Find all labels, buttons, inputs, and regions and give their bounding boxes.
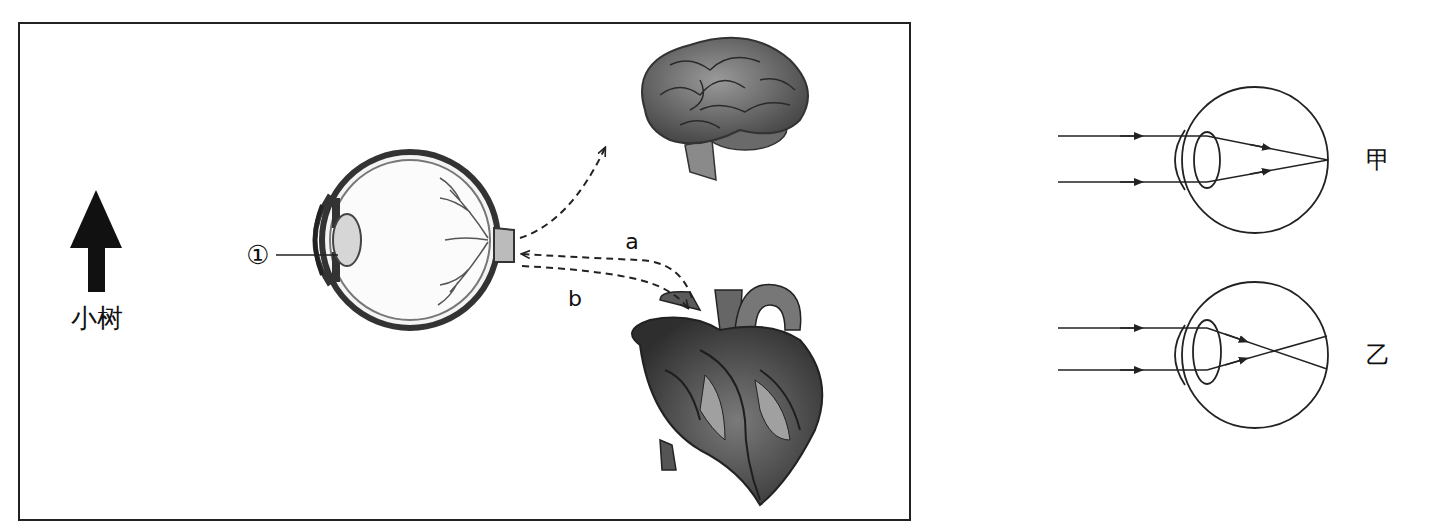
label-tree: 小树 [71, 304, 123, 333]
dashed-arrow [522, 254, 692, 298]
ray-diagram-normal [1058, 87, 1328, 233]
figure-label: 甲 [1366, 147, 1390, 173]
eyeball [315, 152, 514, 328]
leader-line [276, 254, 338, 256]
dashed-arrow [522, 266, 688, 308]
brain [642, 38, 808, 180]
ray-diagram-myopia [1058, 282, 1328, 428]
path-letter: b [568, 287, 582, 311]
figure-label: 乙 [1366, 342, 1390, 368]
dashed-arrow [520, 148, 605, 238]
heart [632, 285, 822, 505]
tree-arrow [70, 190, 122, 292]
path-letter: a [625, 230, 638, 254]
callout-number: ① [246, 241, 269, 270]
frame [19, 23, 910, 520]
